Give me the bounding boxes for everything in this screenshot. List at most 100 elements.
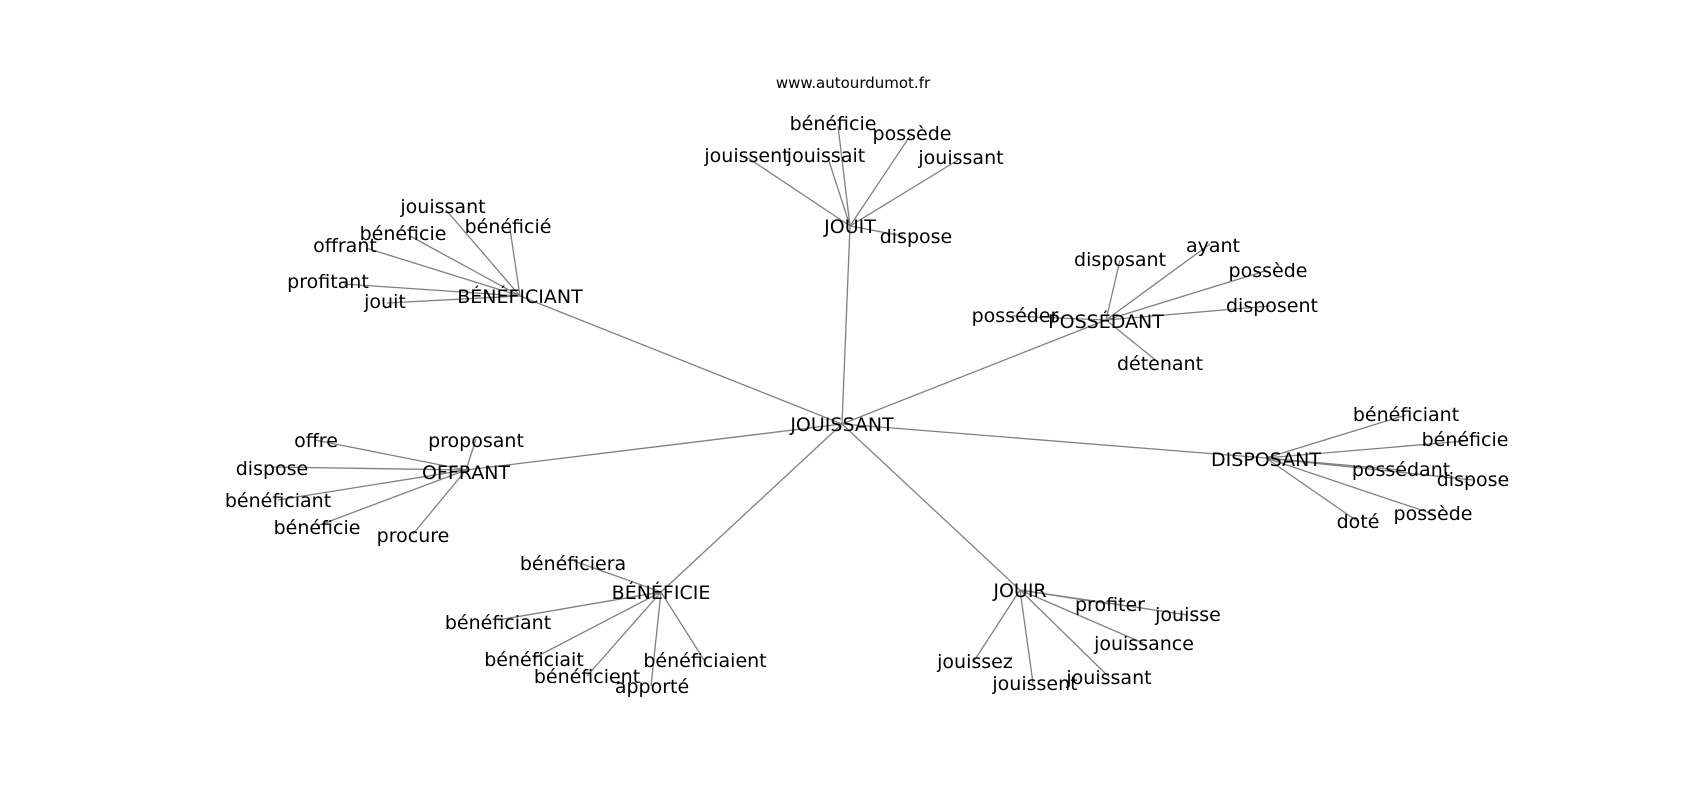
edge-cluster-5-leaf-4 — [586, 591, 662, 677]
graph-labels: JOUISSANTJOUITbénéficiepossèdejouissentj… — [225, 113, 1509, 698]
leaf-node-label: possédant — [1352, 459, 1450, 481]
edge-cluster-4-leaf-0 — [1265, 414, 1407, 459]
edge-cluster-6-leaf-2 — [1019, 589, 1144, 644]
leaf-node-label: bénéficiant — [445, 612, 551, 634]
leaf-node-label: possède — [1229, 260, 1308, 282]
edge-cluster-1-leaf-1 — [509, 228, 521, 297]
edge-center-6 — [841, 423, 1021, 591]
center-node-label: JOUISSANT — [789, 414, 894, 436]
edge-cluster-1-leaf-4 — [343, 283, 521, 297]
cluster-node-label: DISPOSANT — [1211, 449, 1321, 471]
edge-cluster-0-leaf-5 — [849, 225, 904, 237]
edge-cluster-0-leaf-1 — [849, 135, 911, 227]
leaf-node-label: ayant — [1186, 235, 1240, 257]
edge-cluster-0-leaf-0 — [837, 125, 851, 227]
cluster-node-label: POSSÉDANT — [1048, 310, 1164, 333]
edge-center-3 — [465, 423, 843, 471]
leaf-node-label: bénéficient — [534, 666, 640, 688]
edge-cluster-2-leaf-0 — [1105, 243, 1211, 321]
edge-cluster-3-leaf-0 — [314, 439, 467, 471]
leaf-node-label: profiter — [1075, 594, 1145, 616]
edge-cluster-6-leaf-1 — [1019, 589, 1189, 616]
leaf-node-label: profitant — [287, 271, 369, 293]
edge-cluster-1-leaf-2 — [409, 235, 521, 297]
edge-cluster-2-leaf-4 — [1011, 315, 1107, 321]
edge-center-4 — [841, 423, 1267, 459]
cluster-node-label: BÉNÉFICIANT — [457, 285, 583, 308]
edge-cluster-5-leaf-5 — [650, 591, 662, 687]
leaf-node-label: bénéficié — [465, 216, 552, 238]
leaf-node-label: bénéficiant — [1353, 404, 1459, 426]
leaf-node-label: disposant — [1074, 249, 1166, 271]
leaf-node-label: possède — [873, 123, 952, 145]
leaf-node-label: posséder — [972, 305, 1059, 327]
graph-edges — [270, 125, 1474, 687]
edge-cluster-6-leaf-4 — [1019, 589, 1110, 678]
leaf-node-label: jouissance — [1093, 633, 1194, 655]
edge-cluster-5-leaf-3 — [660, 591, 705, 661]
leaf-node-label: jouissent — [991, 673, 1077, 695]
cluster-node-label: JOUIT — [823, 216, 876, 238]
leaf-node-label: jouissez — [936, 651, 1013, 673]
edge-center-2 — [841, 319, 1107, 425]
leaf-node-label: dispose — [236, 458, 309, 480]
edge-cluster-3-leaf-4 — [316, 469, 467, 527]
leaf-node-label: doté — [1337, 511, 1380, 533]
leaf-node-label: jouit — [363, 291, 406, 313]
leaf-node-label: jouissant — [917, 147, 1003, 169]
edge-center-1 — [519, 295, 843, 425]
leaf-node-label: jouissent — [703, 145, 789, 167]
edge-cluster-3-leaf-3 — [277, 469, 467, 501]
leaf-node-label: possède — [1394, 503, 1473, 525]
leaf-node-label: dispose — [880, 226, 953, 248]
leaf-node-label: bénéficie — [790, 113, 877, 135]
edge-center-0 — [841, 225, 851, 425]
edge-cluster-1-leaf-0 — [445, 209, 521, 297]
edge-center-5 — [660, 423, 843, 593]
edge-cluster-3-leaf-1 — [465, 438, 477, 471]
edge-cluster-5-leaf-0 — [573, 560, 662, 593]
leaf-node-label: proposant — [428, 430, 524, 452]
edge-cluster-2-leaf-3 — [1105, 305, 1271, 321]
leaf-node-label: procure — [377, 525, 450, 547]
edge-cluster-0-leaf-4 — [849, 159, 959, 227]
cluster-node-label: OFFRANT — [422, 462, 510, 484]
leaf-node-label: bénéficiant — [225, 490, 331, 512]
leaf-node-label: jouissait — [786, 145, 865, 167]
leaf-node-label: bénéficiera — [520, 553, 626, 575]
leaf-node-label: apporté — [615, 676, 689, 698]
edge-cluster-0-leaf-2 — [747, 157, 851, 227]
leaf-node-label: bénéficiait — [484, 649, 584, 671]
cluster-node-label: BÉNÉFICIE — [612, 581, 711, 604]
edge-cluster-0-leaf-3 — [827, 157, 851, 227]
edge-cluster-2-leaf-2 — [1105, 270, 1266, 321]
leaf-node-label: bénéficie — [274, 517, 361, 539]
leaf-node-label: jouisse — [1154, 604, 1221, 626]
edge-cluster-4-leaf-3 — [1265, 457, 1474, 481]
edge-cluster-6-leaf-5 — [1019, 589, 1034, 684]
edge-cluster-1-leaf-3 — [365, 247, 521, 297]
leaf-node-label: disposent — [1226, 295, 1318, 317]
leaf-node-label: offrant — [313, 235, 377, 257]
watermark-text: www.autourdumot.fr — [776, 74, 931, 92]
leaf-node-label: jouissant — [399, 196, 485, 218]
leaf-node-label: jouissant — [1065, 667, 1151, 689]
leaf-node-label: détenant — [1117, 353, 1203, 375]
edge-cluster-1-leaf-5 — [386, 295, 521, 304]
edge-cluster-3-leaf-2 — [270, 466, 467, 471]
leaf-node-label: bénéficie — [360, 223, 447, 245]
leaf-node-label: dispose — [1437, 469, 1510, 491]
edge-cluster-2-leaf-1 — [1105, 259, 1121, 321]
edge-cluster-5-leaf-2 — [533, 591, 662, 659]
edge-cluster-5-leaf-1 — [497, 591, 662, 621]
edge-cluster-4-leaf-1 — [1265, 440, 1466, 459]
edge-cluster-3-leaf-5 — [412, 469, 467, 535]
edge-cluster-2-leaf-5 — [1105, 319, 1159, 363]
cluster-node-label: JOUIR — [992, 580, 1046, 602]
edge-cluster-6-leaf-3 — [973, 589, 1021, 662]
leaf-node-label: bénéficie — [1422, 429, 1509, 451]
leaf-node-label: bénéficiaient — [643, 650, 766, 672]
edge-cluster-4-leaf-4 — [1265, 457, 1434, 515]
edge-cluster-4-leaf-5 — [1265, 457, 1358, 522]
